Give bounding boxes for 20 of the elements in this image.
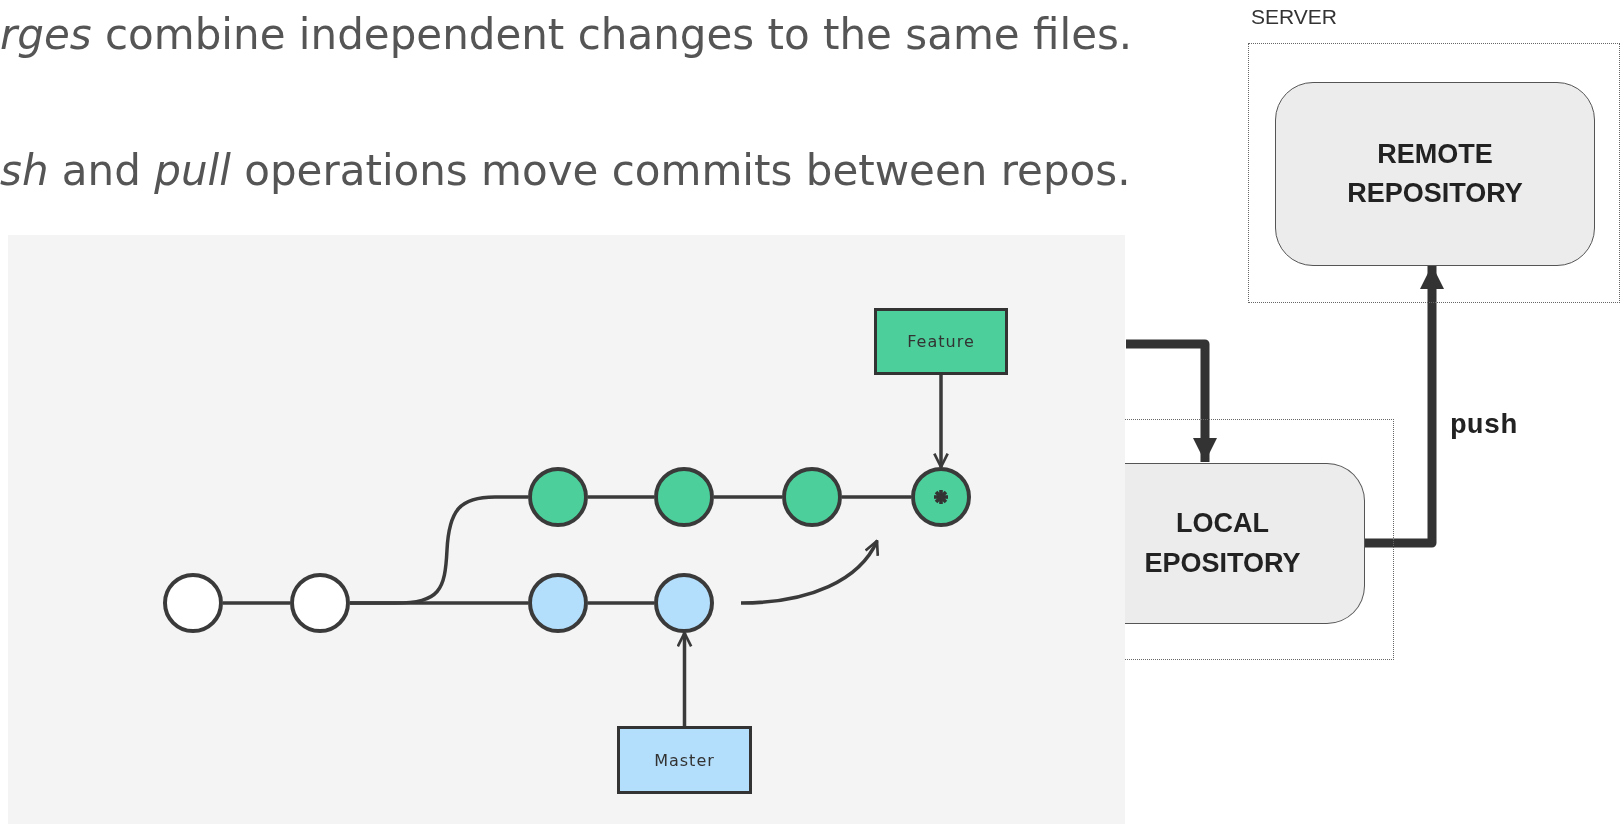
caption-text: sh and pull operations move commits between repos. bbox=[0, 146, 1131, 197]
branch-label: Master bbox=[617, 726, 752, 794]
group-frame bbox=[1125, 419, 1394, 660]
branch-line bbox=[223, 601, 290, 605]
branch-line bbox=[588, 495, 654, 499]
branch-line bbox=[588, 601, 654, 605]
caption-text: rges combine independent changes to the same files. bbox=[0, 10, 1133, 61]
arrow bbox=[676, 631, 693, 726]
branch-line bbox=[842, 495, 911, 499]
arrow bbox=[1365, 265, 1444, 548]
repository-box: REMOTE REPOSITORY bbox=[1275, 82, 1595, 266]
branch-line bbox=[350, 495, 528, 605]
branch-label: Feature bbox=[874, 308, 1008, 375]
arrow bbox=[1126, 339, 1217, 462]
group-label: SERVER bbox=[1251, 6, 1337, 27]
arrow bbox=[933, 375, 949, 469]
repository-box: LOCAL EPOSITORY bbox=[1125, 463, 1365, 624]
branch-line bbox=[714, 495, 782, 499]
arrow bbox=[740, 539, 879, 605]
edge-label: push bbox=[1450, 412, 1518, 440]
